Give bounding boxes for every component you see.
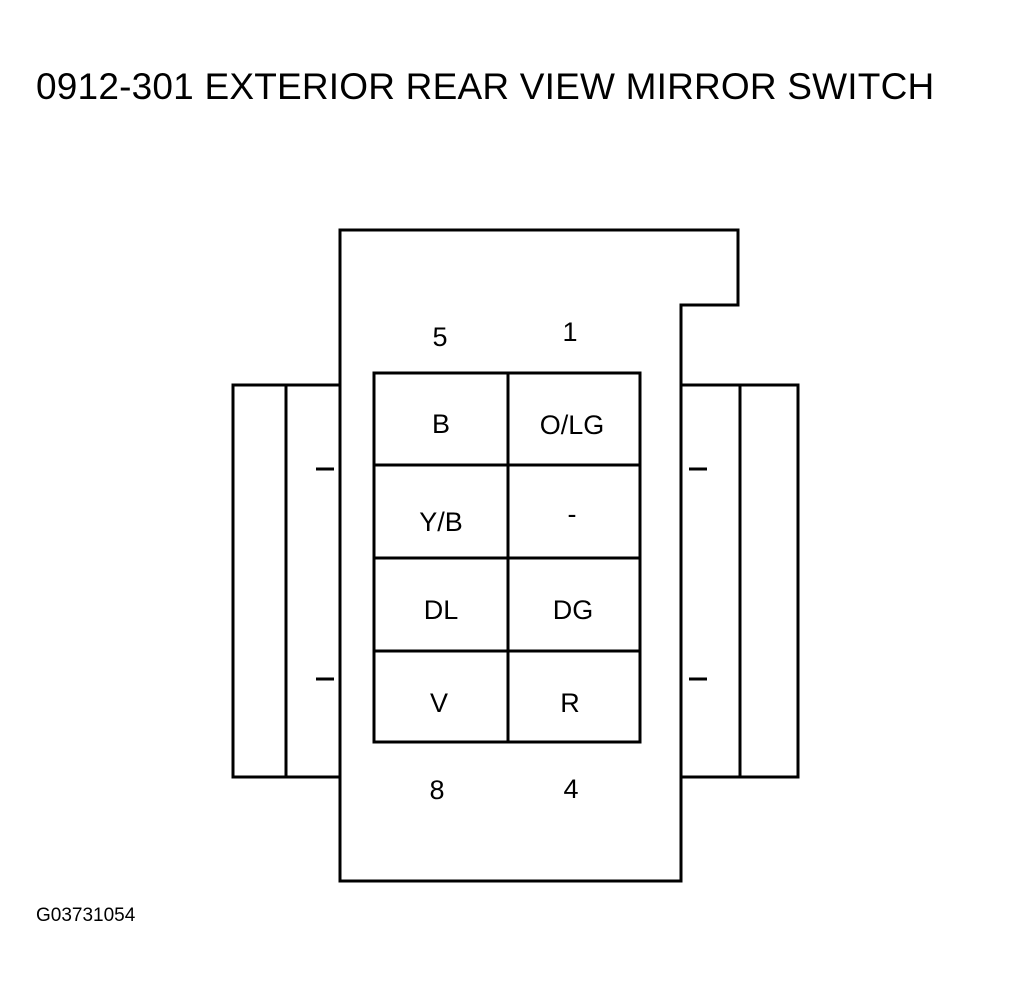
pin-cell-wire-color: DL (424, 595, 459, 625)
pin-cell-wire-color: V (430, 688, 448, 718)
diagram-title: 0912-301 EXTERIOR REAR VIEW MIRROR SWITC… (36, 66, 935, 107)
connector-body (338, 228, 740, 883)
pin-cell-wire-color: O/LG (540, 410, 605, 440)
pin-cell-wire-color: - (568, 499, 577, 529)
figure-id: G03731054 (36, 905, 136, 926)
pin-number-4: 4 (563, 774, 578, 804)
pin-cell-wire-color: Y/B (419, 507, 463, 537)
pin-number-5: 5 (432, 322, 447, 352)
pin-cell-wire-color: B (432, 409, 450, 439)
pin-number-1: 1 (562, 317, 577, 347)
pin-cell-wire-color: DG (553, 595, 594, 625)
pin-number-8: 8 (429, 775, 444, 805)
pin-cell-wire-color: R (560, 688, 580, 718)
